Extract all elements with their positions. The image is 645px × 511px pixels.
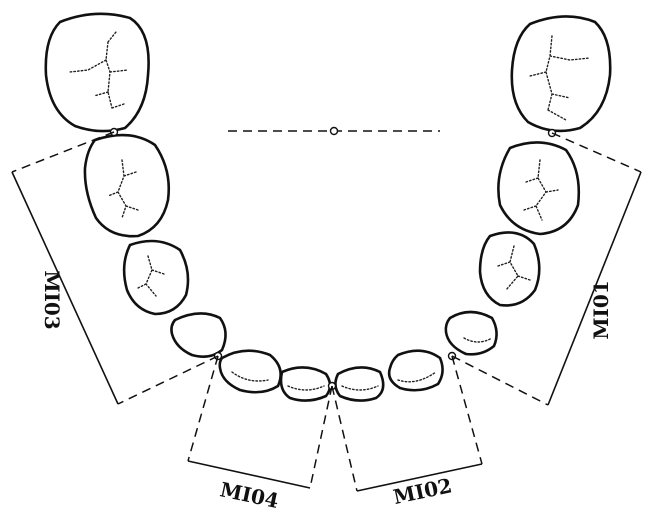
- left-canine: [218, 349, 282, 394]
- left-molar-2: [83, 133, 170, 238]
- right-premolar-2: [444, 310, 498, 356]
- mi02-measurement: [331, 355, 483, 492]
- midline-point: [329, 126, 339, 136]
- right-premolar-1: [478, 231, 541, 307]
- mi04-measurement: [187, 355, 333, 489]
- left-incisor: [279, 366, 332, 402]
- right-canine: [387, 349, 444, 392]
- right-incisor: [334, 366, 385, 402]
- mi03-label: MI03: [40, 270, 64, 329]
- mi04-label: MI04: [218, 477, 281, 511]
- left-premolar-2: [170, 312, 227, 358]
- mi03-measurement: [11, 131, 219, 405]
- mi02-label: MI02: [391, 473, 454, 509]
- midline-reference: [228, 126, 440, 136]
- left-premolar-1: [122, 239, 190, 316]
- mi01-label: MI01: [589, 280, 613, 339]
- mi01-measurement: [451, 132, 642, 406]
- left-molar-1: [44, 12, 150, 133]
- right-molar-2: [497, 141, 581, 236]
- right-molar-1: [510, 15, 612, 133]
